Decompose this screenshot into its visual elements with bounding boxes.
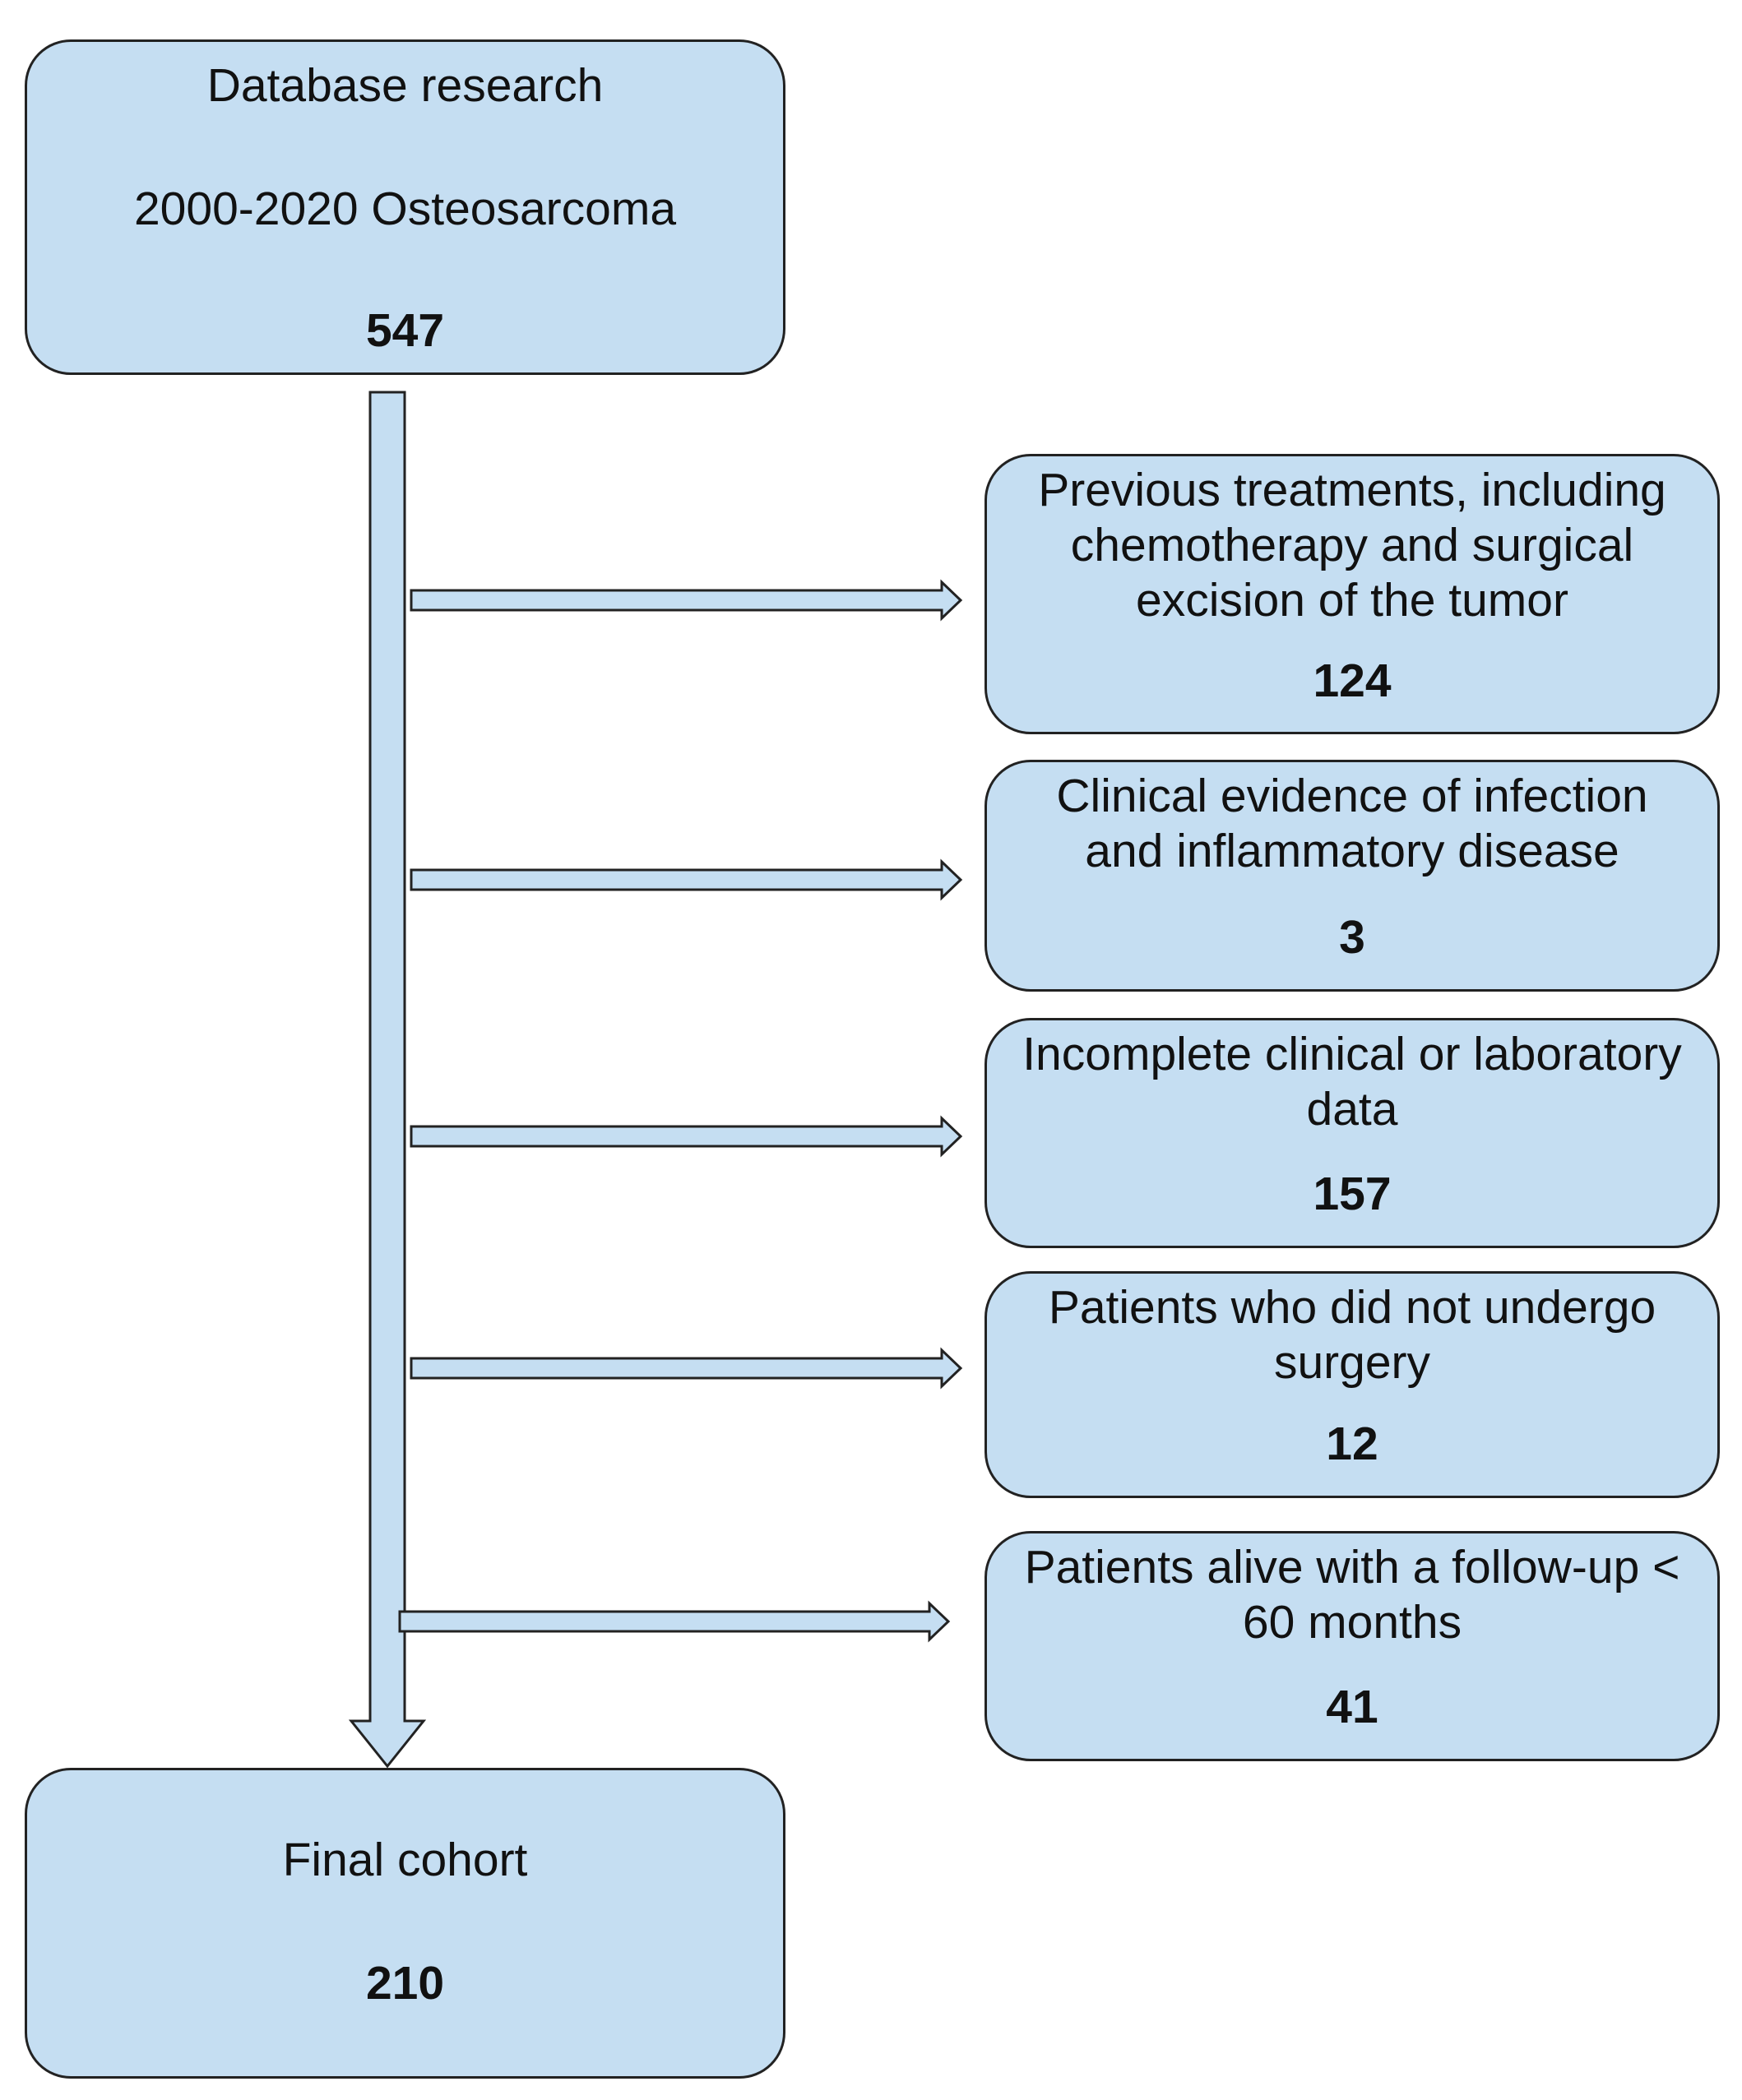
exclusion-label: Previous treatments, including chemother… [1038, 464, 1666, 627]
exclusion-arrow-5 [398, 1600, 951, 1643]
exclusion-count: 12 [1326, 1418, 1378, 1470]
start-count: 547 [365, 304, 445, 357]
exclusion-box-1: Previous treatments, including chemother… [985, 454, 1720, 734]
exclusion-box-3: Incomplete clinical or laboratory data 1… [985, 1018, 1720, 1248]
exclusion-arrow-3 [410, 1115, 963, 1158]
exclusion-arrow-1 [410, 579, 963, 622]
exclusion-count: 3 [1339, 911, 1365, 964]
exclusion-count: 41 [1326, 1681, 1378, 1733]
exclusion-label: Patients alive with a follow-up < 60 mon… [1024, 1541, 1680, 1649]
exclusion-box-4: Patients who did not undergo surgery 12 [985, 1271, 1720, 1498]
exclusion-label: Incomplete clinical or laboratory data [1022, 1028, 1682, 1136]
exclusion-box-5: Patients alive with a follow-up < 60 mon… [985, 1531, 1720, 1761]
exclusion-box-2: Clinical evidence of infection and infla… [985, 760, 1720, 992]
exclusion-arrow-2 [410, 858, 963, 901]
start-box: Database research 2000-2020 Osteosarcoma… [25, 39, 785, 375]
exclusion-label: Patients who did not undergo surgery [1048, 1281, 1656, 1389]
final-label: Final cohort [282, 1834, 528, 1886]
final-count: 210 [365, 1957, 445, 2010]
final-box: Final cohort 210 [25, 1768, 785, 2079]
main-down-arrow [348, 391, 427, 1769]
exclusion-arrow-4 [410, 1347, 963, 1390]
start-label-line1: Database research [206, 59, 604, 112]
exclusion-label: Clinical evidence of infection and infla… [1056, 770, 1648, 877]
exclusion-count: 124 [1313, 655, 1392, 707]
exclusion-count: 157 [1313, 1168, 1392, 1220]
start-label-line2: 2000-2020 Osteosarcoma [133, 183, 677, 235]
